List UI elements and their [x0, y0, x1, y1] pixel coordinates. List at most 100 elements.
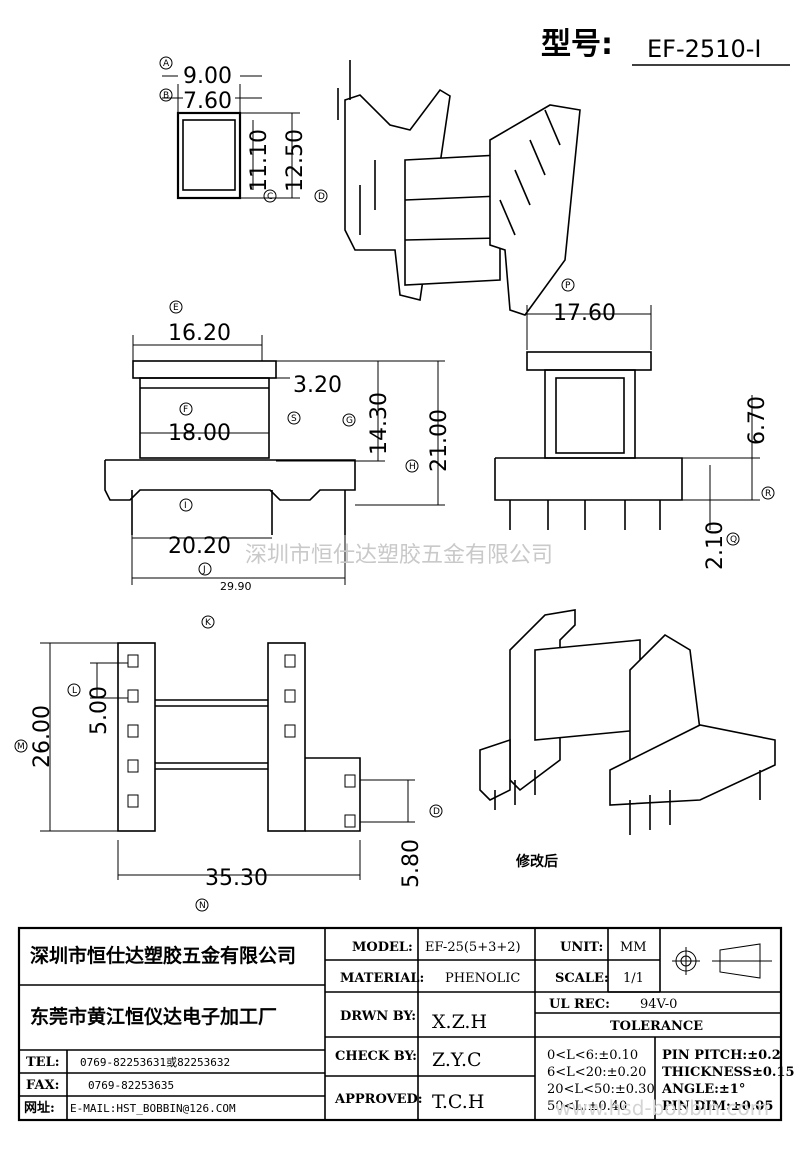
dim-6-70: 6.70: [745, 396, 770, 445]
marker-m: M: [14, 739, 28, 753]
type-label: 型号:: [541, 27, 613, 62]
side-view: [104, 335, 445, 585]
svg-text:K: K: [205, 618, 212, 628]
front-view: [494, 305, 760, 530]
tolerance-range-3: 20<L<50:±0.30: [547, 1082, 655, 1097]
window-section-view: [162, 75, 300, 200]
svg-text:Q: Q: [730, 535, 737, 545]
watermark-url: www.hsd-bobbin.com: [555, 1096, 769, 1120]
unit-label: UNIT:: [560, 940, 603, 955]
dim-2-10: 2.10: [703, 521, 728, 570]
title-block: [17, 926, 783, 1122]
tel-label: TEL:: [26, 1055, 60, 1070]
svg-text:J: J: [202, 565, 206, 575]
revision-note: 修改后: [515, 853, 558, 870]
model-label: MODEL:: [352, 940, 413, 955]
drawn-value: X.Z.H: [432, 1011, 487, 1033]
dim-18-00: 18.00: [168, 421, 231, 446]
svg-text:G: G: [346, 416, 353, 426]
svg-text:D: D: [318, 192, 325, 202]
svg-text:I: I: [184, 501, 187, 511]
scale-value: 1/1: [623, 971, 644, 986]
company-name-1: 深圳市恒仕达塑胶五金有限公司: [30, 944, 296, 967]
tolerance-label: TOLERANCE: [610, 1019, 703, 1034]
marker-a: A: [159, 56, 173, 70]
marker-l: L: [67, 683, 81, 697]
material-value: PHENOLIC: [445, 971, 520, 986]
dim-7-60: 7.60: [183, 89, 232, 114]
marker-c: C: [263, 189, 277, 203]
watermark-text: 深圳市恒仕达塑胶五金有限公司: [245, 543, 553, 568]
title-block-symbol: [672, 943, 772, 979]
approved-value: T.C.H: [432, 1091, 484, 1113]
unit-value: MM: [620, 940, 647, 955]
svg-text:D: D: [433, 807, 440, 817]
dim-20-20: 20.20: [168, 534, 231, 559]
marker-f: F: [179, 402, 193, 416]
svg-text:N: N: [199, 901, 206, 911]
svg-text:B: B: [163, 91, 169, 101]
dim-17-60: 17.60: [553, 301, 616, 326]
marker-r: R: [761, 486, 775, 500]
material-label: MATERIAL:: [340, 971, 424, 986]
dim-16-20: 16.20: [168, 321, 231, 346]
company-name-2: 东莞市黄江恒仪达电子加工厂: [30, 1005, 277, 1028]
thickness-tolerance: THICKNESS±0.15: [662, 1065, 795, 1080]
marker-q: Q: [726, 532, 740, 546]
marker-g: G: [342, 413, 356, 427]
dim-3-20: 3.20: [293, 373, 342, 398]
pin-pitch-tolerance: PIN PITCH:±0.2: [662, 1048, 781, 1063]
dim-29-90: 29.90: [220, 580, 252, 593]
marker-s: S: [287, 411, 301, 425]
drawn-label: DRWN BY:: [340, 1009, 416, 1024]
marker-n: N: [195, 898, 209, 912]
svg-text:L: L: [72, 686, 77, 696]
marker-d-bottom: D: [429, 804, 443, 818]
ul-rec-value: 94V-0: [640, 997, 677, 1012]
web-label: 网址:: [24, 1100, 55, 1116]
svg-text:R: R: [765, 489, 771, 499]
check-value: Z.Y.C: [432, 1049, 482, 1071]
angle-tolerance: ANGLE:±1°: [661, 1082, 745, 1097]
svg-text:P: P: [565, 281, 571, 291]
svg-text:S: S: [291, 414, 297, 424]
scale-label: SCALE:: [555, 971, 609, 986]
dim-14-30: 14.30: [367, 392, 392, 455]
model-number: EF-2510-I: [647, 35, 761, 63]
ul-rec-label: UL REC:: [549, 997, 610, 1012]
dim-5-80: 5.80: [399, 839, 424, 888]
marker-k: K: [201, 615, 215, 629]
svg-text:H: H: [409, 462, 416, 472]
svg-text:C: C: [267, 192, 273, 202]
dim-12-50: 12.50: [283, 129, 308, 192]
email-value: E-MAIL:HST_BOBBIN@126.COM: [70, 1102, 236, 1115]
marker-d-top: D: [314, 189, 328, 203]
svg-text:M: M: [17, 742, 25, 752]
tel-value: 0769-82253631或82253632: [80, 1056, 230, 1069]
isometric-view-bottom: [479, 609, 776, 835]
marker-p: P: [561, 278, 575, 292]
dim-9-00: 9.00: [183, 64, 232, 89]
svg-text:F: F: [183, 405, 188, 415]
fax-value: 0769-82253635: [88, 1079, 174, 1092]
check-label: CHECK BY:: [335, 1049, 417, 1064]
marker-j: J: [198, 562, 212, 576]
approved-label: APPROVED:: [334, 1092, 423, 1107]
tolerance-range-1: 0<L<6:±0.10: [547, 1048, 638, 1063]
marker-e: E: [169, 300, 183, 314]
dim-21-00: 21.00: [427, 409, 452, 472]
fax-label: FAX:: [26, 1078, 59, 1093]
dim-26-00: 26.00: [30, 705, 55, 768]
bottom-view: [40, 642, 415, 880]
tolerance-range-2: 6<L<20:±0.20: [547, 1065, 646, 1080]
model-value: EF-25(5+3+2): [425, 940, 521, 955]
pin-dim-tolerance: PIN DIM:±0.05: [662, 1099, 773, 1114]
marker-b: B: [159, 88, 173, 102]
marker-h: H: [405, 459, 419, 473]
dim-35-30: 35.30: [205, 866, 268, 891]
dim-11-10: 11.10: [247, 129, 272, 192]
marker-i: I: [179, 498, 193, 512]
tolerance-range-4: 50<L:±0.40: [547, 1099, 627, 1114]
isometric-view-top: [337, 60, 581, 316]
